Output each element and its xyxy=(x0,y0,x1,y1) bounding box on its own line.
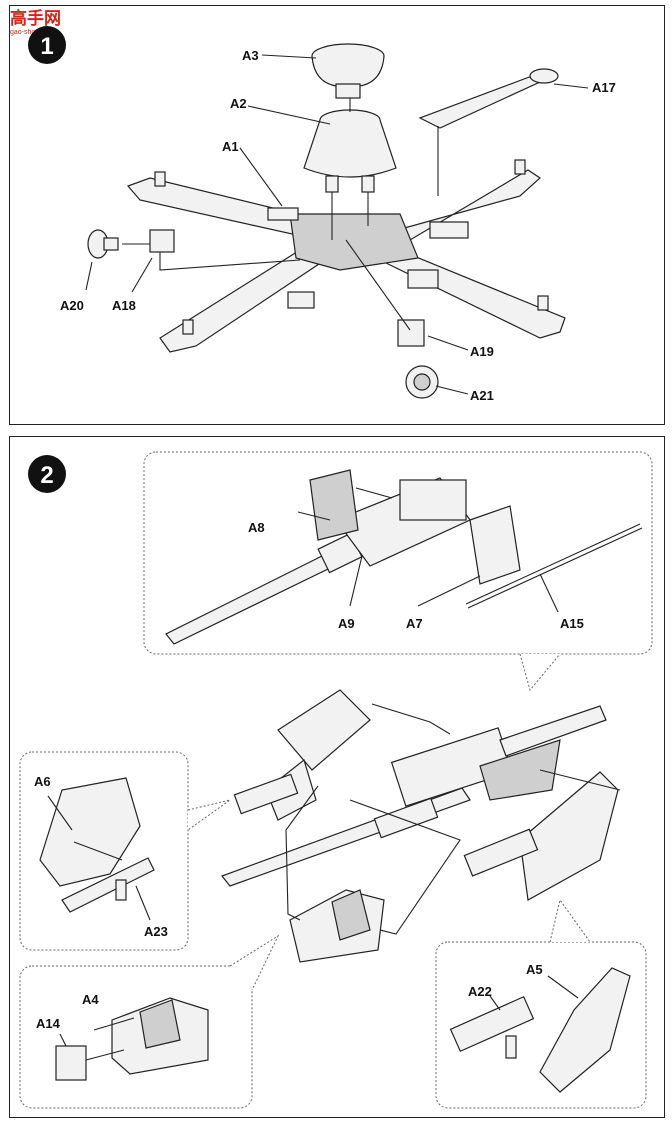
label-a4: A4 xyxy=(82,992,99,1007)
label-a1: A1 xyxy=(222,139,239,154)
label-a9: A9 xyxy=(338,616,355,631)
callout-a4-a14 xyxy=(19,934,280,1109)
label-a8: A8 xyxy=(248,520,265,535)
callout-a22-a5 xyxy=(435,898,647,1109)
part-a21-wheel xyxy=(405,365,439,399)
label-a3: A3 xyxy=(242,48,259,63)
watermark-title: 高手网 xyxy=(10,8,61,28)
label-a23: A23 xyxy=(144,924,168,939)
part-a18-block xyxy=(122,229,175,253)
label-a6: A6 xyxy=(34,774,51,789)
cruciform-base-part xyxy=(126,159,566,353)
watermark-url: gao-shou.com xyxy=(10,29,55,36)
label-a19: A19 xyxy=(470,344,494,359)
part-a3-cap xyxy=(311,43,385,99)
label-a15: A15 xyxy=(560,616,584,631)
callout-barrel-detail xyxy=(143,451,653,692)
label-a7: A7 xyxy=(406,616,423,631)
part-a17-frame xyxy=(418,68,559,196)
label-a17: A17 xyxy=(592,80,616,95)
label-a18: A18 xyxy=(112,298,136,313)
label-a14: A14 xyxy=(36,1016,61,1031)
step-2-badge: 2 xyxy=(28,455,66,493)
label-a5: A5 xyxy=(526,962,543,977)
label-a20: A20 xyxy=(60,298,84,313)
step-2-leaders xyxy=(285,487,621,935)
step-1-leaders xyxy=(85,54,589,395)
part-a20-knob xyxy=(87,229,119,259)
part-a2-mount xyxy=(303,109,397,193)
step-1-number: 1 xyxy=(40,33,53,60)
watermark-logo: 高手网 gao-shou.com xyxy=(10,8,61,36)
part-a19-block xyxy=(397,319,425,347)
step-2-number: 2 xyxy=(40,462,53,489)
label-a21: A21 xyxy=(470,388,494,403)
callout-a6-a23 xyxy=(19,751,231,951)
label-a22: A22 xyxy=(468,984,492,999)
main-gun-assembly xyxy=(221,689,619,963)
step-1-badge: 1 xyxy=(28,26,66,64)
label-a2: A2 xyxy=(230,96,247,111)
